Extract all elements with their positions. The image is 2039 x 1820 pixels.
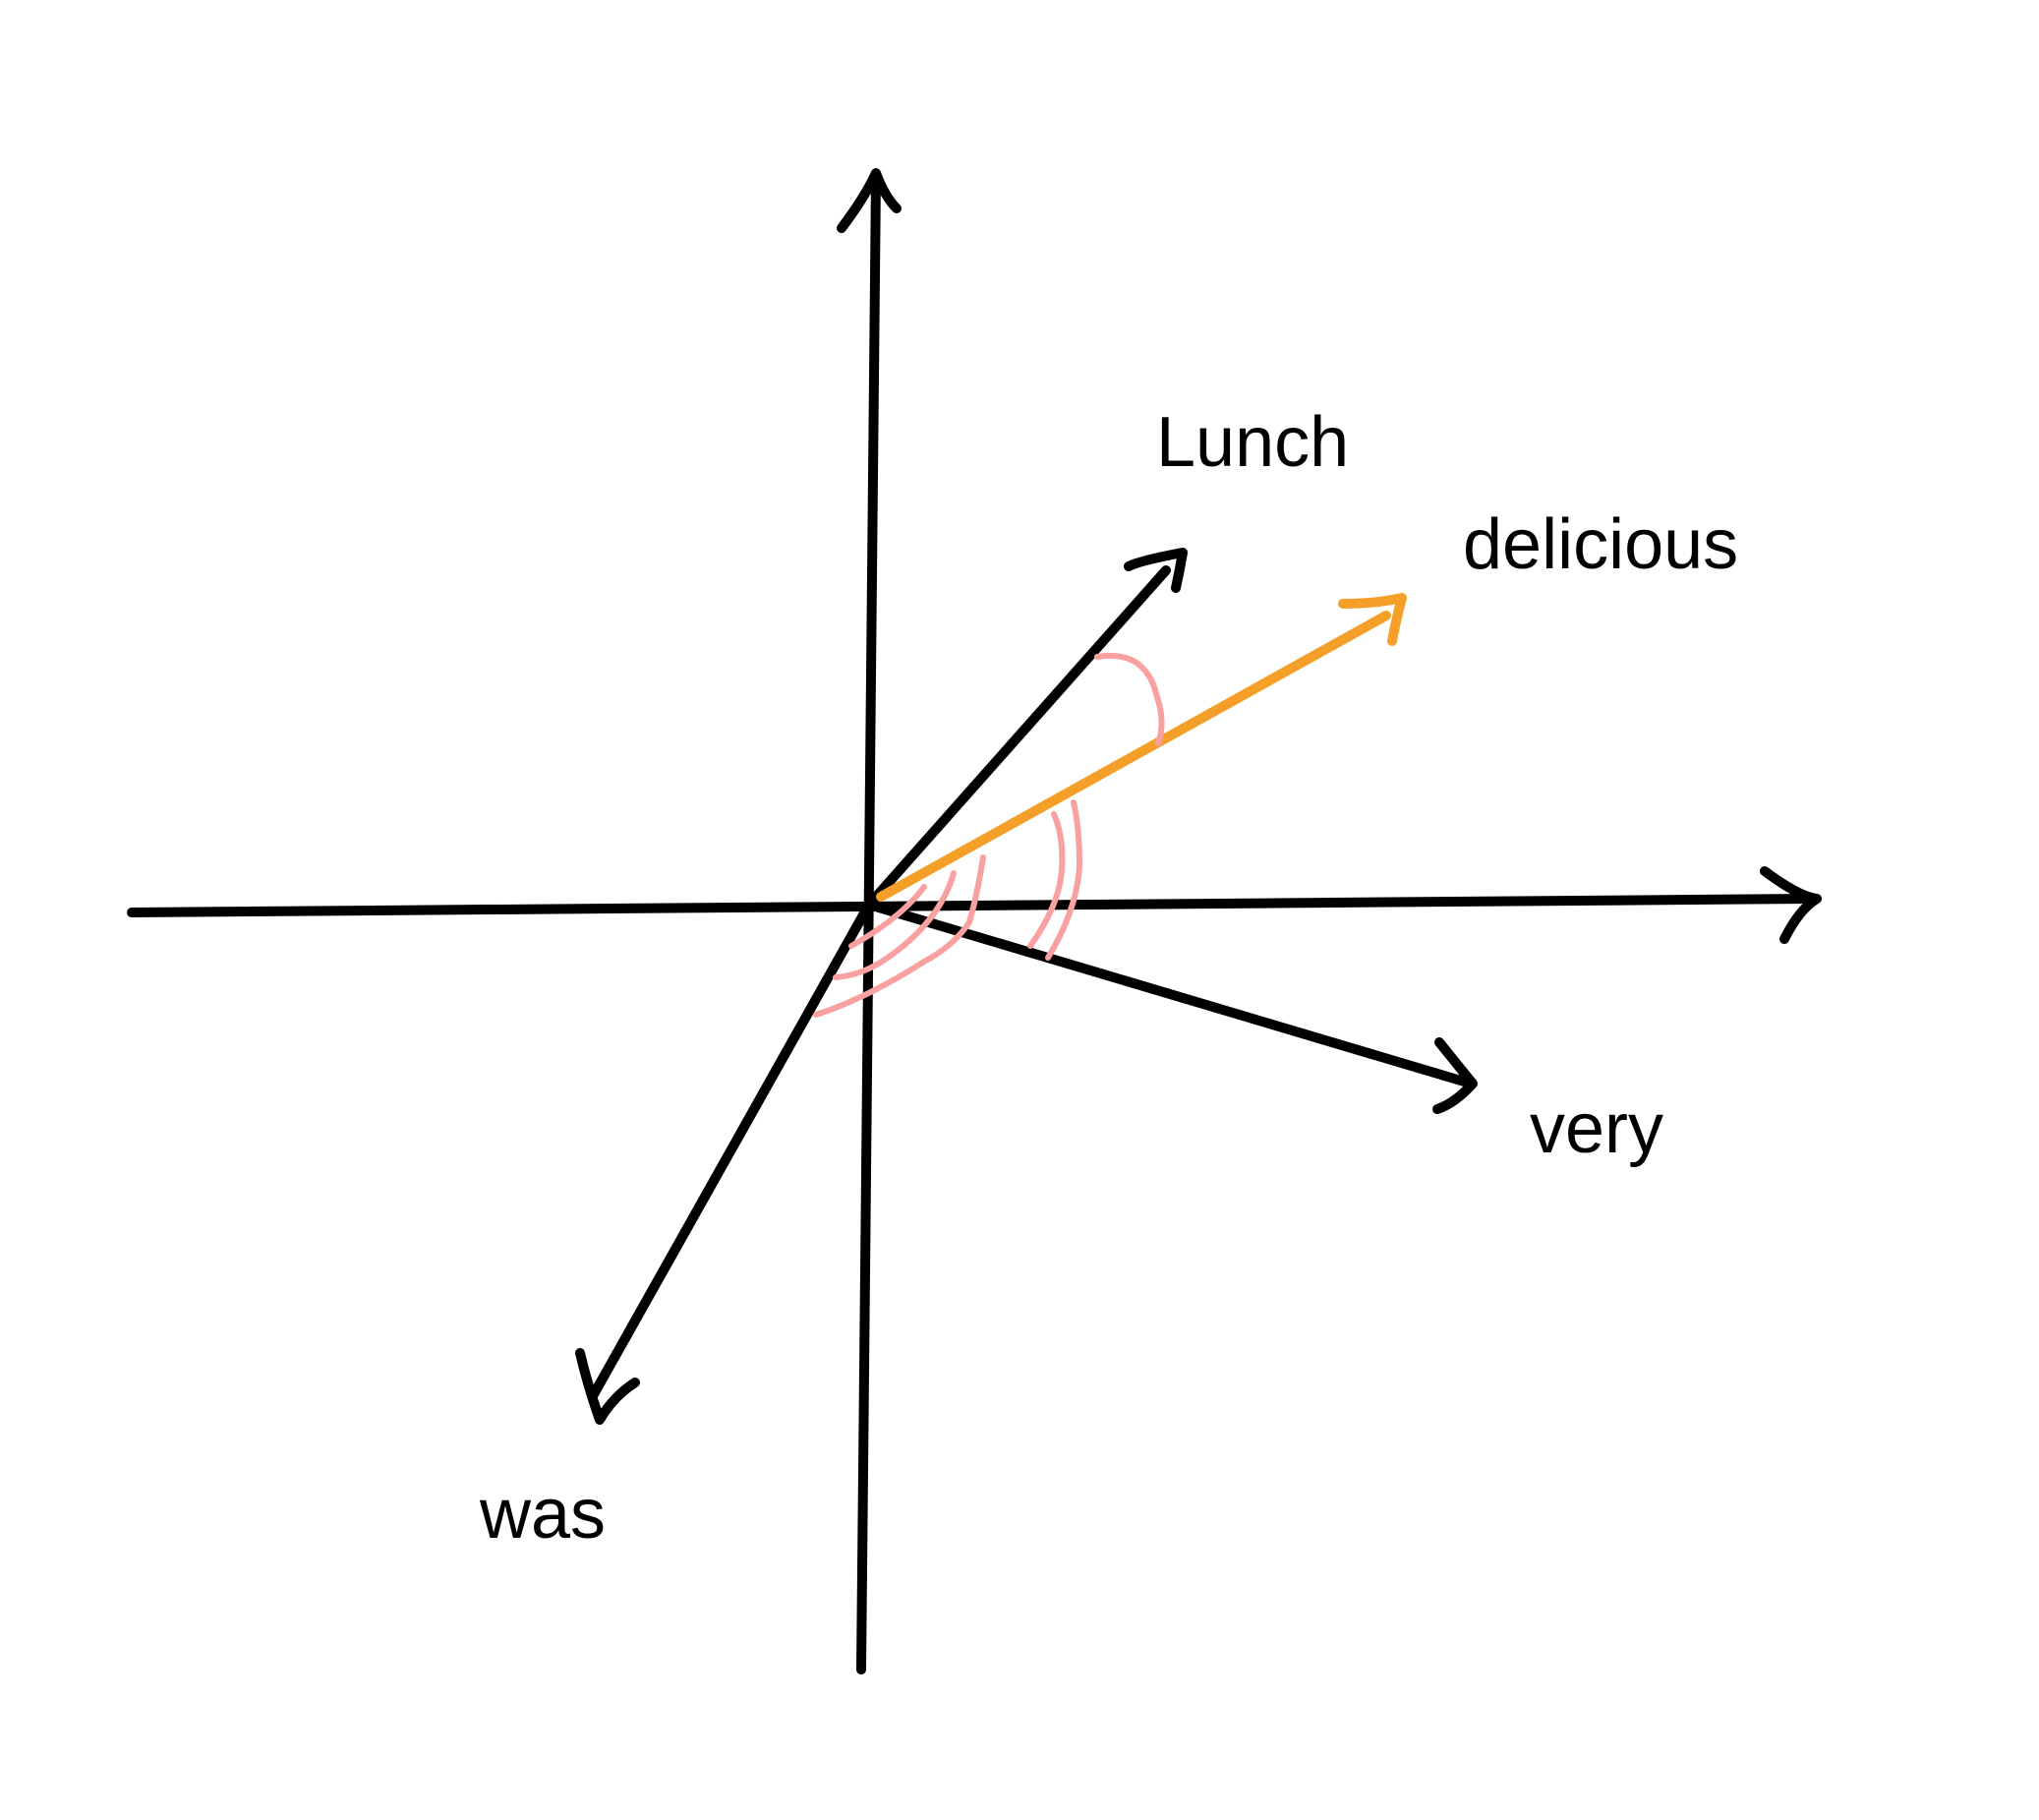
angle-arc-lunch-delicious <box>1094 652 1165 746</box>
label-delicious: delicious <box>1463 505 1739 584</box>
vector-delicious-arrowhead <box>1338 593 1407 646</box>
angle-arc-delicious-very-1 <box>1027 811 1066 949</box>
vector-was <box>589 900 874 1399</box>
angle-arc-delicious-was-3 <box>813 854 986 1018</box>
vector-delicious <box>876 611 1391 902</box>
angle-arc-delicious-very-2 <box>1045 799 1082 961</box>
y-axis <box>856 172 881 1674</box>
vector-lunch <box>864 565 1171 910</box>
word-vectors <box>575 548 1478 1425</box>
label-was: was <box>480 1475 607 1554</box>
vector-lunch-arrowhead <box>1124 548 1188 593</box>
angle-arc-delicious-was-1 <box>848 884 927 949</box>
axes <box>127 168 1822 1674</box>
label-very: very <box>1530 1089 1664 1168</box>
vector-very-arrowhead <box>1432 1037 1478 1114</box>
x-axis-arrowhead <box>1760 866 1822 944</box>
vector-was-arrowhead <box>575 1348 640 1425</box>
angle-arc-delicious-was-2 <box>833 870 957 980</box>
highlighted-vector <box>876 593 1407 902</box>
vector-very <box>864 900 1476 1088</box>
y-axis-arrowhead <box>837 168 902 233</box>
angle-arcs <box>813 652 1165 1018</box>
label-lunch: Lunch <box>1156 403 1350 482</box>
